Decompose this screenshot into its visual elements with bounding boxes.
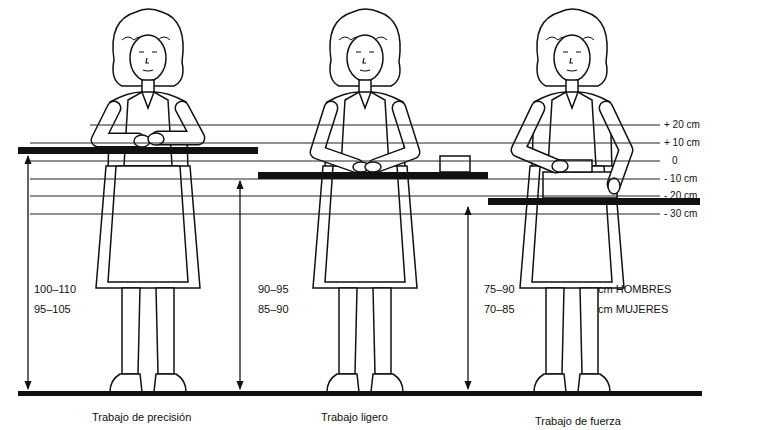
worker-figure — [96, 9, 200, 392]
reference-label: + 20 cm — [664, 120, 700, 130]
reference-label: + 10 cm — [664, 138, 700, 148]
work-surface — [18, 147, 258, 154]
work-object — [440, 156, 470, 172]
work-box — [552, 160, 592, 172]
unit-label: cm MUJERES — [598, 304, 668, 315]
height-range: 70–85 — [484, 304, 515, 315]
worker-arms — [518, 108, 626, 194]
work-box — [543, 172, 617, 198]
worker-arms — [98, 108, 198, 147]
floor-line — [18, 391, 702, 396]
figure-caption: Trabajo de precisión — [92, 412, 191, 423]
height-range: 95–105 — [34, 304, 71, 315]
height-range: 90–95 — [258, 284, 289, 295]
height-range: 100–110 — [34, 284, 76, 295]
work-surface — [258, 172, 488, 179]
height-range: 85–90 — [258, 304, 289, 315]
reference-label: - 20 cm — [664, 191, 697, 201]
reference-label: - 30 cm — [664, 209, 697, 219]
height-arrows — [28, 156, 468, 389]
worker-arms — [317, 108, 413, 172]
figure-caption: Trabajo de fuerza — [535, 416, 621, 427]
reference-label: 0 — [672, 156, 678, 166]
height-range: 75–90 — [484, 284, 515, 295]
figure-caption: Trabajo ligero — [321, 412, 388, 423]
worker-figure — [313, 9, 417, 392]
unit-label: cm HOMBRES — [598, 284, 671, 295]
reference-label: - 10 cm — [664, 174, 697, 184]
